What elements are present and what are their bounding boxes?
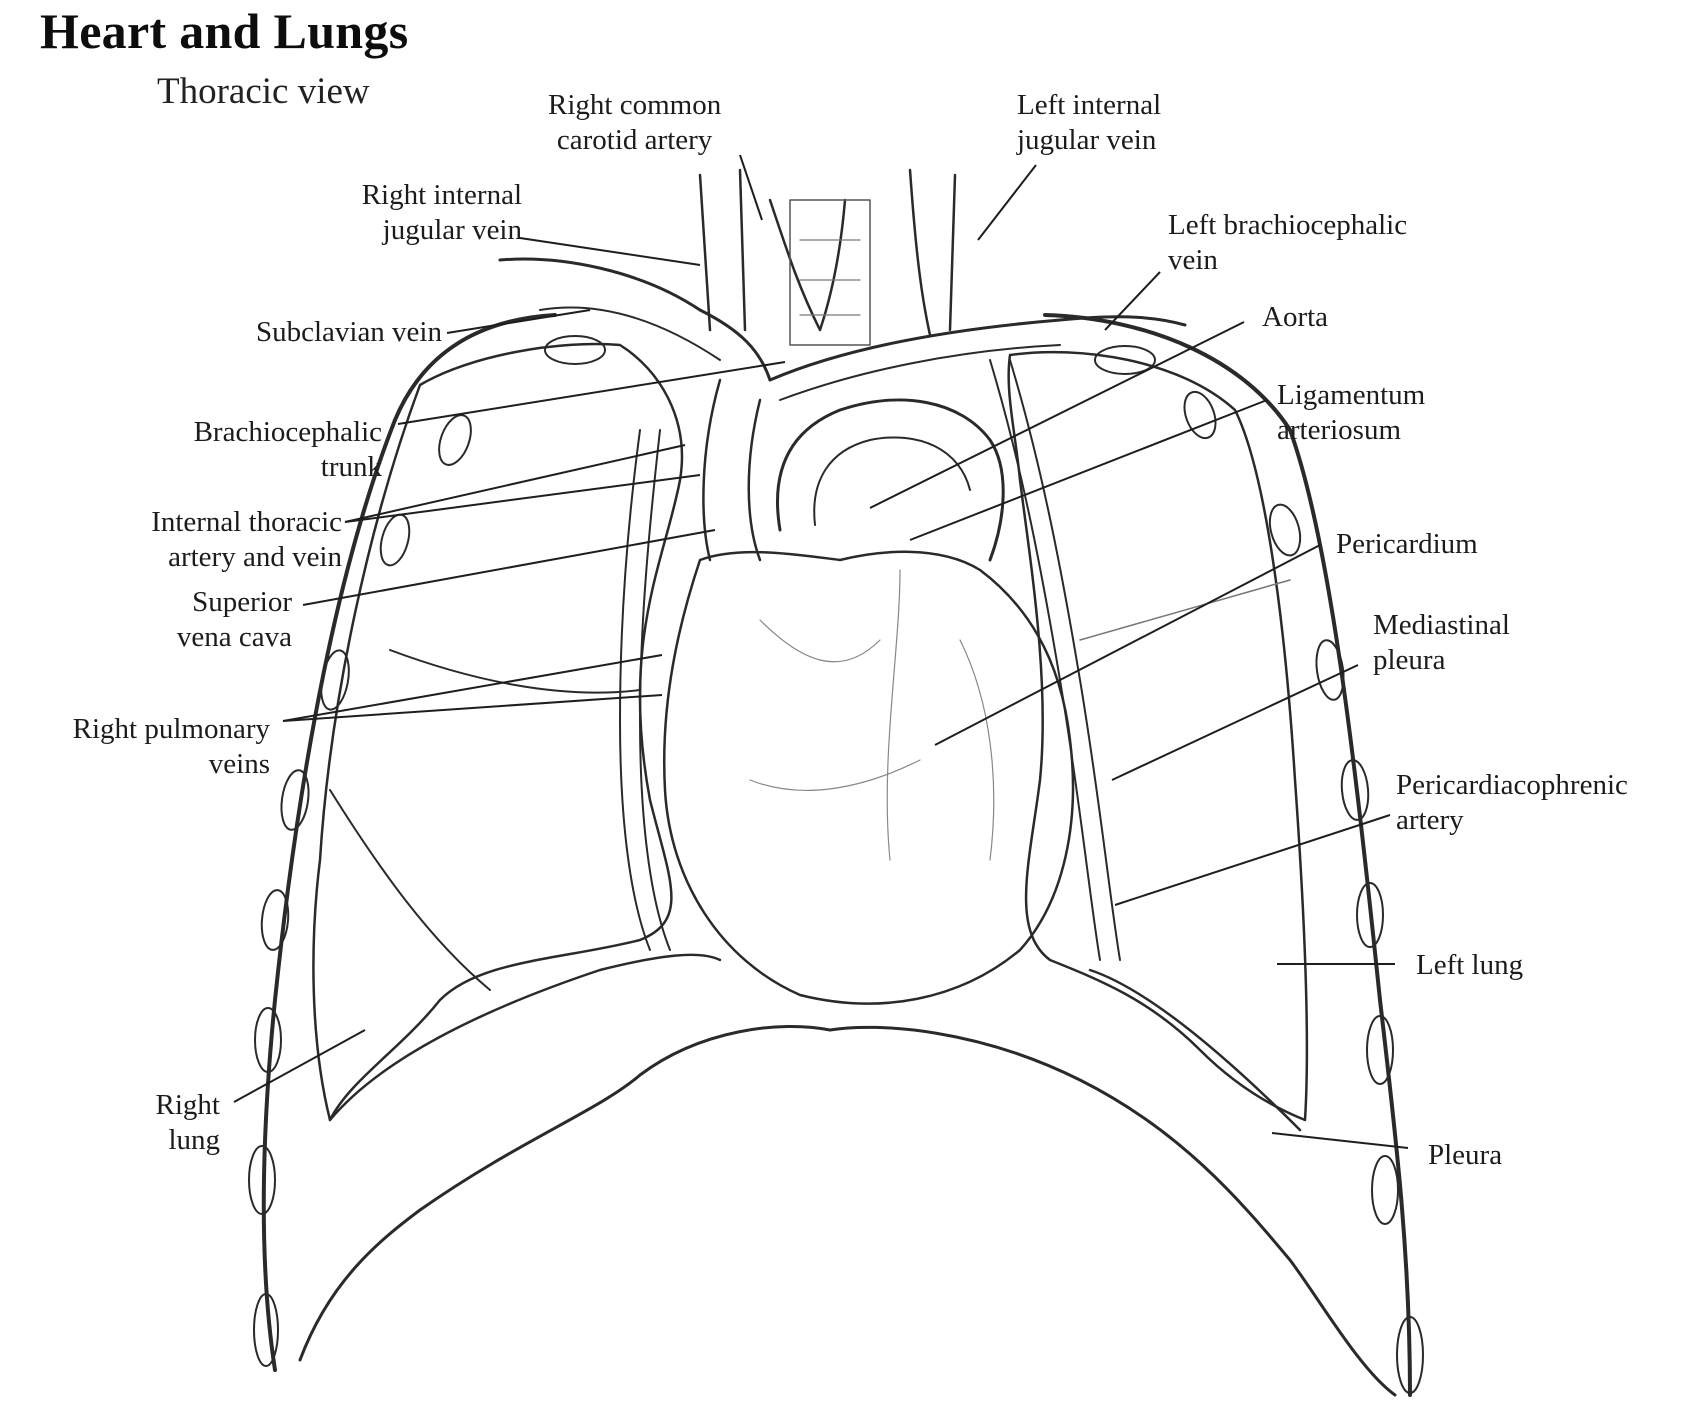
- label-line: Aorta: [1262, 301, 1329, 333]
- heart: [662, 550, 1075, 1005]
- label-pericardium: Pericardium: [1336, 527, 1478, 562]
- diaphragm: [328, 953, 1302, 1132]
- right-lung-outline: [312, 342, 684, 1122]
- label-aorta: Aorta: [1262, 300, 1328, 335]
- label-line: Pericardiacophrenic: [1396, 769, 1628, 801]
- aorta: [776, 398, 1005, 562]
- label-internal-thoracic-artery-and-vein: Internal thoracic artery and vein: [90, 505, 342, 575]
- label-ligamentum-arteriosum: Ligamentum arteriosum: [1277, 378, 1425, 448]
- label-line: jugular vein: [1017, 124, 1157, 156]
- label-line: Internal thoracic: [151, 506, 342, 538]
- label-line: vena cava: [176, 621, 292, 653]
- label-superior-vena-cava: Superior vena cava: [130, 585, 292, 655]
- label-mediastinal-pleura: Mediastinal pleura: [1373, 608, 1510, 678]
- label-line: Superior: [192, 586, 292, 618]
- label-line: Pleura: [1428, 1139, 1503, 1171]
- figure-subtitle: Thoracic view: [157, 71, 370, 112]
- rib-cage-outline: [261, 313, 557, 1372]
- neck-vessels: [698, 168, 957, 337]
- label-line: vein: [1168, 244, 1218, 276]
- label-line: Brachiocephalic: [193, 416, 382, 448]
- label-line: artery: [1396, 804, 1464, 836]
- label-left-brachiocephalic-vein: Left brachiocephalic vein: [1168, 208, 1407, 278]
- label-right-lung: Right lung: [130, 1088, 220, 1158]
- label-line: Right pulmonary: [72, 713, 270, 745]
- superior-vena-cava: [702, 378, 762, 562]
- label-pleura: Pleura: [1428, 1138, 1502, 1173]
- mediastinal-pleura: [989, 359, 1101, 961]
- label-line: jugular vein: [382, 214, 522, 246]
- label-pericardiacophrenic-artery: Pericardiacophrenic artery: [1396, 768, 1628, 838]
- label-left-internal-jugular-vein: Left internal jugular vein: [1017, 88, 1161, 158]
- label-line: Right common: [548, 89, 722, 121]
- label-line: pleura: [1373, 644, 1446, 676]
- label-line: Right internal: [361, 179, 522, 211]
- label-line: Left internal: [1017, 89, 1162, 121]
- label-line: lung: [168, 1124, 220, 1156]
- label-line: Subclavian vein: [255, 316, 442, 348]
- label-line: trunk: [320, 451, 382, 483]
- label-right-common-carotid-artery: Right common carotid artery: [548, 88, 721, 158]
- label-subclavian-vein: Subclavian vein: [200, 315, 442, 350]
- label-line: Ligamentum: [1277, 379, 1426, 411]
- label-right-pulmonary-veins: Right pulmonary veins: [18, 712, 270, 782]
- label-line: Mediastinal: [1373, 609, 1510, 641]
- label-right-internal-jugular-vein: Right internal jugular vein: [322, 178, 522, 248]
- label-line: arteriosum: [1277, 414, 1402, 446]
- label-line: Left lung: [1416, 949, 1524, 981]
- figure-title: Heart and Lungs: [40, 3, 409, 59]
- subclavian-vein: [498, 257, 772, 382]
- label-line: Pericardium: [1336, 528, 1478, 560]
- left-brachiocephalic-vein: [768, 315, 1187, 382]
- label-line: Left brachiocephalic: [1168, 209, 1408, 241]
- label-left-lung: Left lung: [1416, 948, 1523, 983]
- leader-lines: [233, 154, 1409, 1149]
- label-line: artery and vein: [168, 541, 342, 573]
- label-brachiocephalic-trunk: Brachiocephalic trunk: [130, 415, 382, 485]
- left-lung-outline: [1007, 350, 1309, 1122]
- rib-cartilages: [248, 335, 1424, 1394]
- label-line: Right: [155, 1089, 220, 1121]
- label-line: carotid artery: [556, 124, 713, 156]
- label-line: veins: [208, 748, 270, 780]
